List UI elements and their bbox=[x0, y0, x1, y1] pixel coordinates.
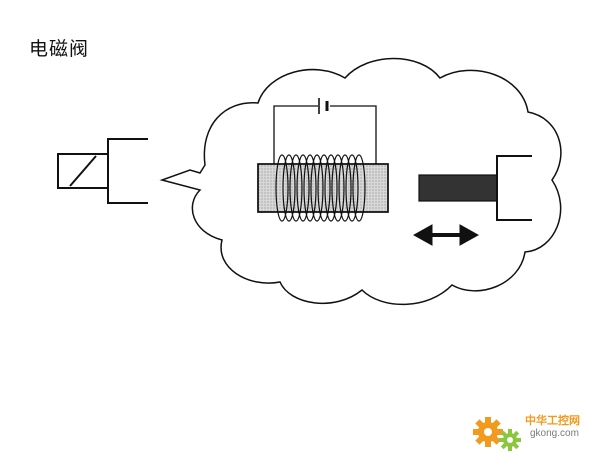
watermark-logo: 中华工控网 gkong.com bbox=[470, 408, 600, 458]
solenoid-valve-symbol-icon bbox=[57, 138, 148, 204]
coil-icon bbox=[275, 154, 366, 222]
valve-bracket bbox=[496, 155, 532, 221]
battery-circuit bbox=[273, 105, 377, 165]
double-arrow-icon bbox=[412, 224, 480, 246]
symbol-bracket bbox=[107, 138, 148, 204]
plunger-icon bbox=[418, 174, 498, 202]
diagram-title: 电磁阀 bbox=[29, 38, 90, 60]
watermark-domain: gkong.com bbox=[530, 428, 579, 439]
watermark-name: 中华工控网 bbox=[525, 414, 580, 427]
gear-icon bbox=[473, 417, 521, 451]
battery-icon bbox=[318, 98, 329, 114]
symbol-diagonal bbox=[69, 155, 97, 187]
